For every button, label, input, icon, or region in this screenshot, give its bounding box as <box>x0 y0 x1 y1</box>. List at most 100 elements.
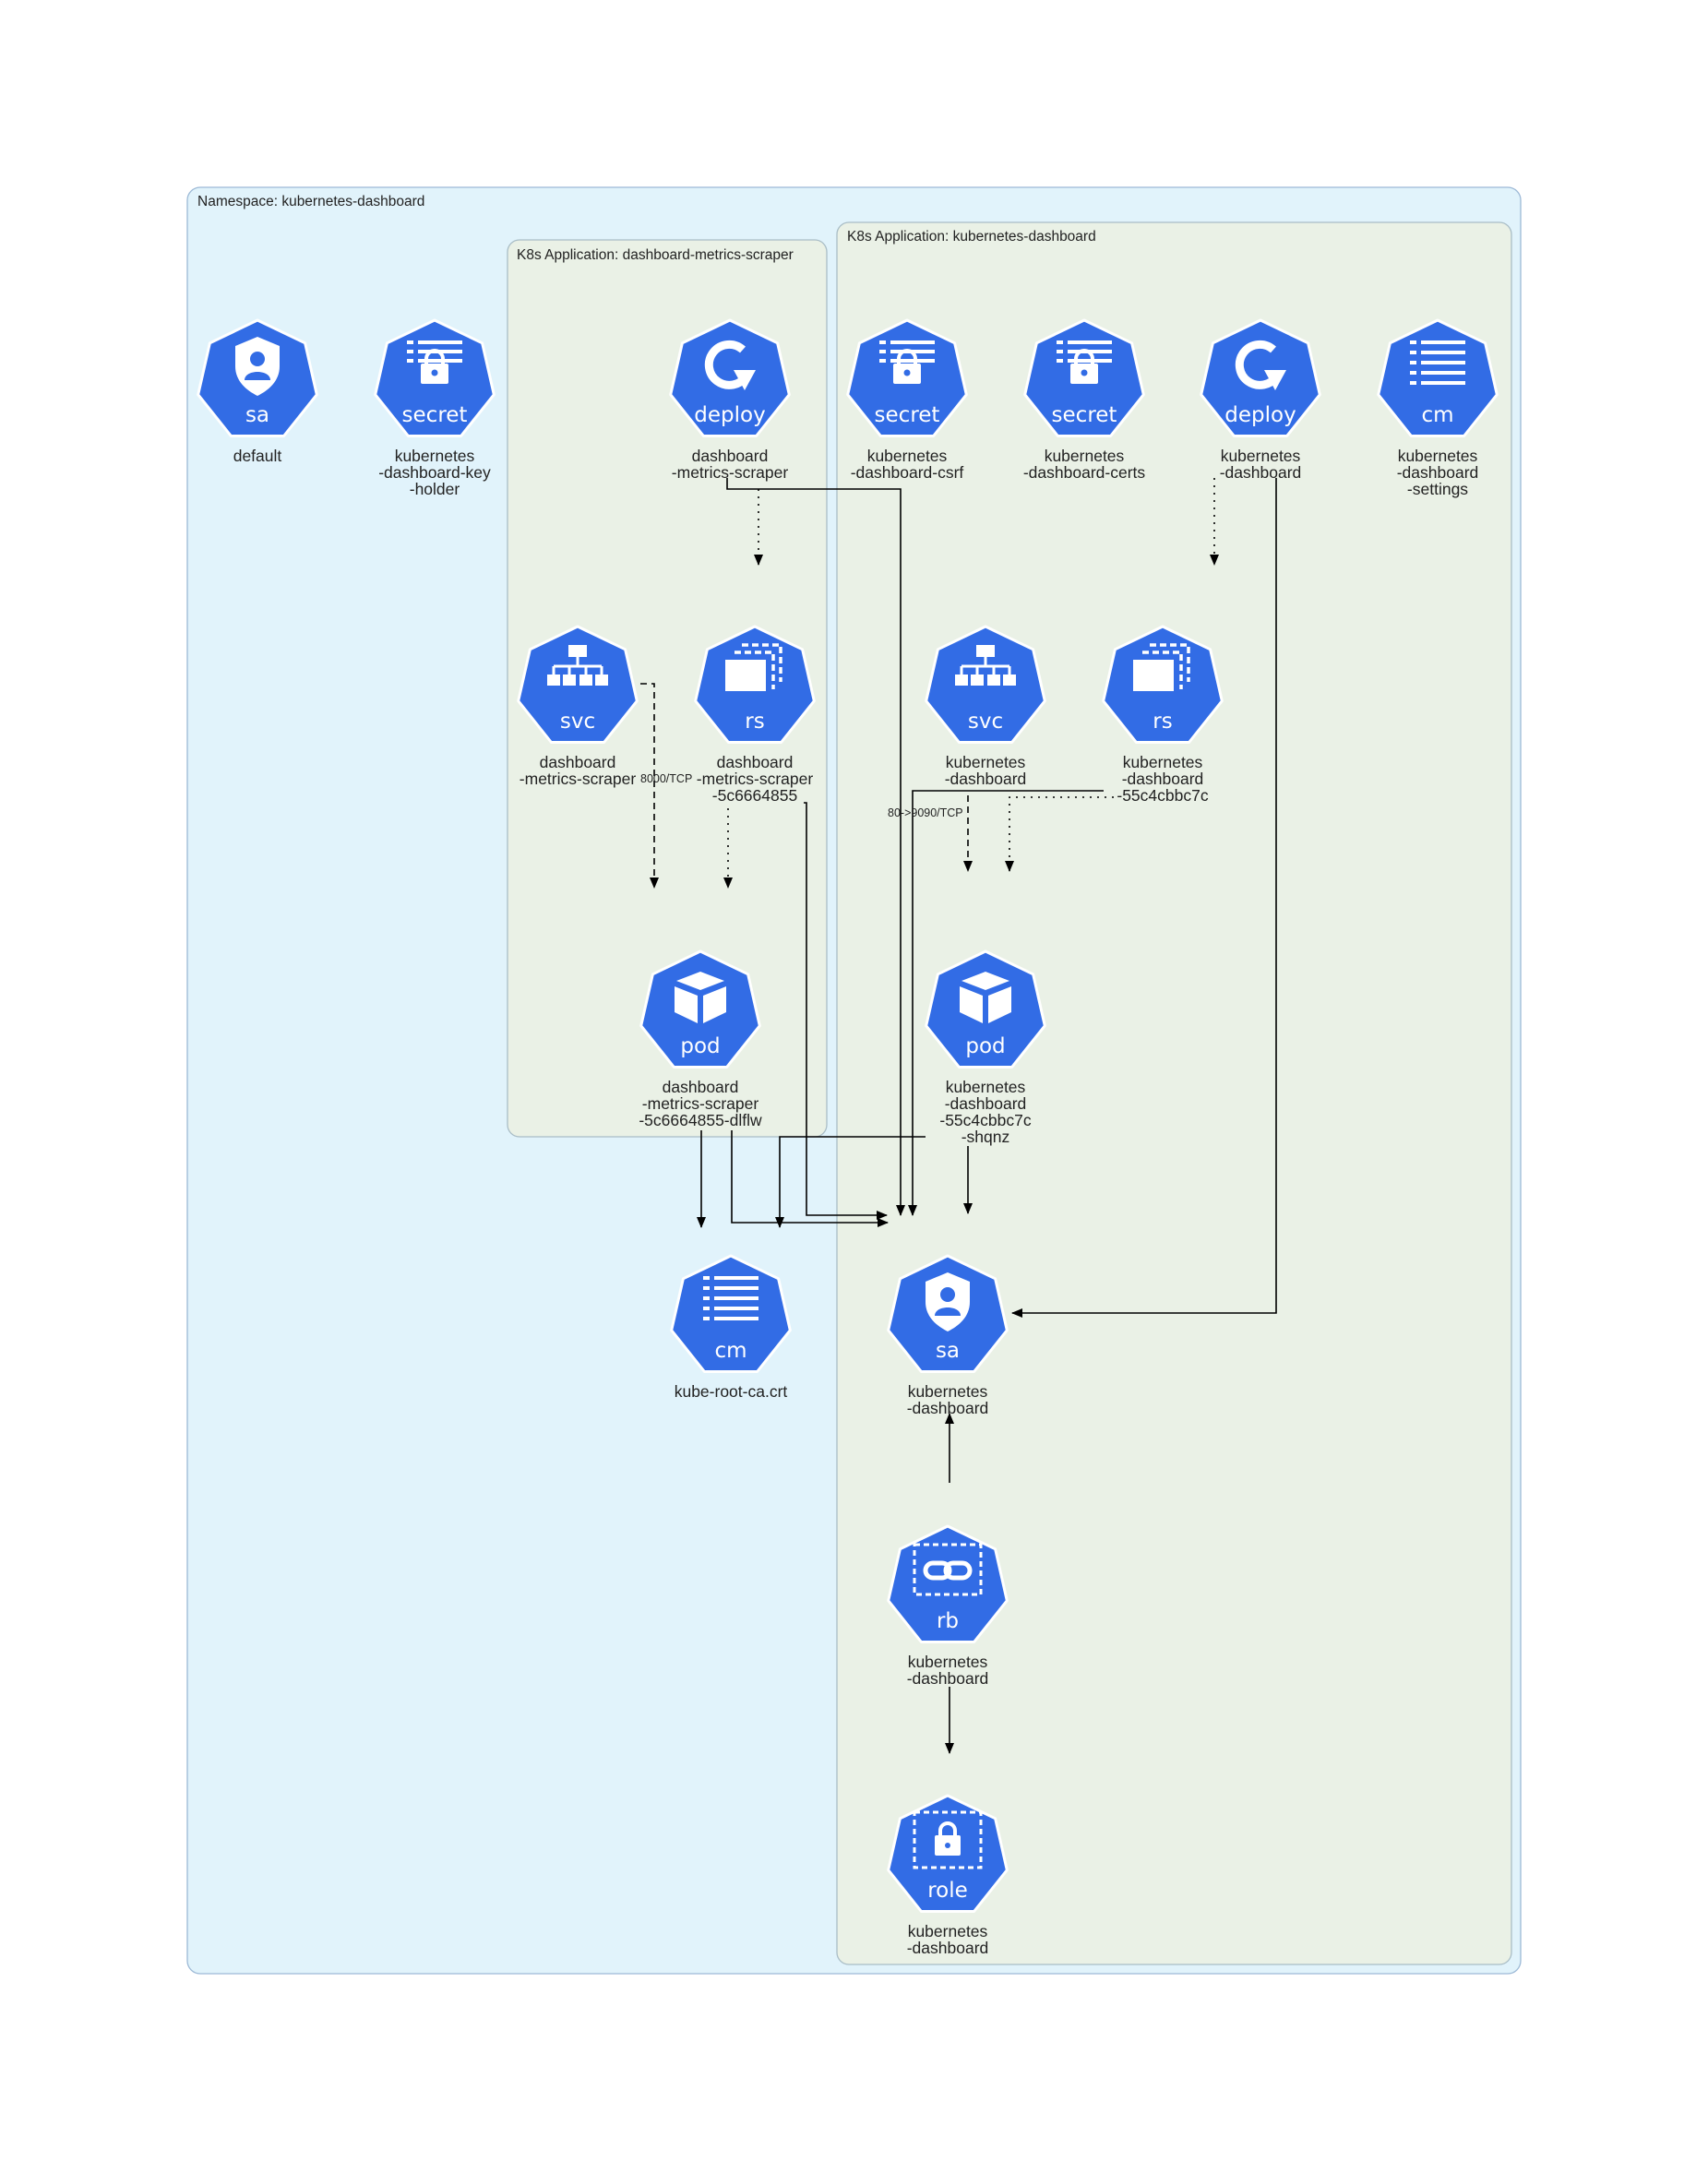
node-label-line: -dashboard <box>945 770 1027 788</box>
edge-label-svc-dashboard-port: 80->9090/TCP <box>888 806 963 819</box>
node-kind-label: secret <box>875 403 940 427</box>
node-shape <box>639 949 761 1069</box>
node-label-line: -metrics-scraper <box>672 463 789 482</box>
node-shape <box>1377 318 1499 437</box>
node-kind-label: secret <box>402 403 468 427</box>
edges <box>640 478 1277 1754</box>
app-label-metrics-scraper: K8s Application: dashboard-metrics-scrap… <box>517 247 794 263</box>
secret-icon <box>407 340 462 384</box>
edge-deploy-scraper-to-sa <box>726 478 905 1216</box>
secret-icon <box>879 340 935 384</box>
configmap-icon <box>1410 340 1465 385</box>
node-kind-label: svc <box>968 710 1003 734</box>
node-kind-label: deploy <box>1224 403 1296 427</box>
node-label-line: -dashboard <box>1397 463 1479 482</box>
node-label-line: dashboard <box>692 447 769 465</box>
service-account-icon <box>235 337 280 396</box>
node-label-line: -metrics-scraper <box>520 770 637 788</box>
service-icon <box>955 645 1016 686</box>
node-label-line: kubernetes <box>867 447 948 465</box>
node-shape <box>517 625 639 744</box>
node-label-line: -dashboard <box>907 1399 989 1417</box>
node-label-line: -metrics-scraper <box>642 1094 759 1113</box>
service-account-icon <box>926 1272 970 1331</box>
node-rs-dashboard: rs kubernetes-dashboard-55c4cbbc7c <box>1102 625 1224 805</box>
node-secret-csrf: secret kubernetes-dashboard-csrf <box>846 318 968 482</box>
node-label-line: -dashboard-key <box>378 463 491 482</box>
node-label-line: kubernetes <box>1123 753 1203 771</box>
node-shape <box>925 625 1046 744</box>
edge-svc-dashboard-to-sa <box>908 790 1104 1216</box>
node-label-line: -shqnz <box>961 1128 1010 1146</box>
node-label-line: -5c6664855 <box>712 786 797 805</box>
node-pod-scraper: pod dashboard-metrics-scraper-5c6664855-d… <box>639 949 762 1129</box>
node-kind-label: sa <box>245 403 269 427</box>
rolebinding-icon <box>913 1543 983 1596</box>
node-shape <box>670 1254 792 1373</box>
app-label-kubernetes-dashboard: K8s Application: kubernetes-dashboard <box>847 229 1096 245</box>
node-label-line: kubernetes <box>908 1653 988 1671</box>
node-label-line: -metrics-scraper <box>697 770 814 788</box>
node-label-line: -dashboard <box>1220 463 1302 482</box>
pod-icon <box>960 972 1011 1023</box>
node-kind-label: rs <box>745 710 764 734</box>
node-kind-label: svc <box>560 710 595 734</box>
configmap-icon <box>703 1276 758 1320</box>
secret-icon <box>1057 340 1112 384</box>
node-kind-label: pod <box>680 1034 720 1058</box>
app-cluster-metrics-scraper: K8s Application: dashboard-metrics-scrap… <box>507 239 828 1138</box>
node-shape <box>1200 318 1321 437</box>
edge-label-svc-scraper-port: 8000/TCP <box>640 772 692 785</box>
node-label-line: kubernetes <box>1398 447 1478 465</box>
edge-rs-scraper-to-sa <box>804 802 888 1220</box>
node-shape <box>887 1524 1009 1643</box>
edge-pod-dashboard-to-cm <box>775 1136 926 1228</box>
node-label-line: -5c6664855-dlflw <box>639 1111 762 1129</box>
node-label-line: -dashboard-csrf <box>851 463 964 482</box>
node-kind-label: cm <box>714 1339 747 1363</box>
node-kind-label: secret <box>1052 403 1117 427</box>
node-label-line: kubernetes <box>1221 447 1301 465</box>
node-label-line: kubernetes <box>946 753 1026 771</box>
edge-deploy-dashboard-to-sa <box>1011 478 1277 1318</box>
node-label-line: kubernetes <box>946 1078 1026 1096</box>
node-deploy-scraper: deploy dashboard-metrics-scraper <box>669 318 791 482</box>
node-label-line: kube-root-ca.crt <box>675 1382 788 1401</box>
node-label-line: kubernetes <box>1045 447 1125 465</box>
node-kind-label: rs <box>1153 710 1172 734</box>
pod-icon <box>675 972 726 1023</box>
node-label-line: -dashboard <box>907 1939 989 1957</box>
node-deploy-dashboard: deploy kubernetes-dashboard <box>1200 318 1321 482</box>
nodes: sadefaultsecretkubernetes-dashboard-key-… <box>197 318 1499 1957</box>
service-icon <box>547 645 608 686</box>
node-shape <box>925 949 1046 1069</box>
edge-svc-scraper-to-pod <box>640 683 659 889</box>
node-cm-root-ca: cm kube-root-ca.crt <box>670 1254 792 1401</box>
replicaset-icon <box>1133 643 1190 691</box>
node-label-line: dashboard <box>663 1078 739 1096</box>
node-kind-label: deploy <box>694 403 765 427</box>
node-label-line: kubernetes <box>908 1922 988 1940</box>
node-svc-dashboard: svc kubernetes-dashboard <box>925 625 1046 788</box>
node-kind-label: role <box>927 1879 968 1903</box>
node-label-line: -55c4cbbc7c <box>1117 786 1208 805</box>
edge-rs-dashboard-to-pod <box>1005 796 1114 872</box>
node-kind-label: cm <box>1421 403 1453 427</box>
replicaset-icon <box>725 643 782 691</box>
node-label-line: -dashboard <box>1122 770 1204 788</box>
node-label-line: kubernetes <box>395 447 475 465</box>
deployment-icon <box>704 340 756 390</box>
node-kind-label: rb <box>937 1609 959 1633</box>
node-kind-label: pod <box>965 1034 1005 1058</box>
role-icon <box>913 1810 983 1869</box>
node-label-line: -settings <box>1407 480 1468 498</box>
node-cm-settings: cm kubernetes-dashboard-settings <box>1377 318 1499 498</box>
edge-pod-scraper-to-sa <box>731 1130 889 1227</box>
node-label-line: dashboard <box>540 753 616 771</box>
